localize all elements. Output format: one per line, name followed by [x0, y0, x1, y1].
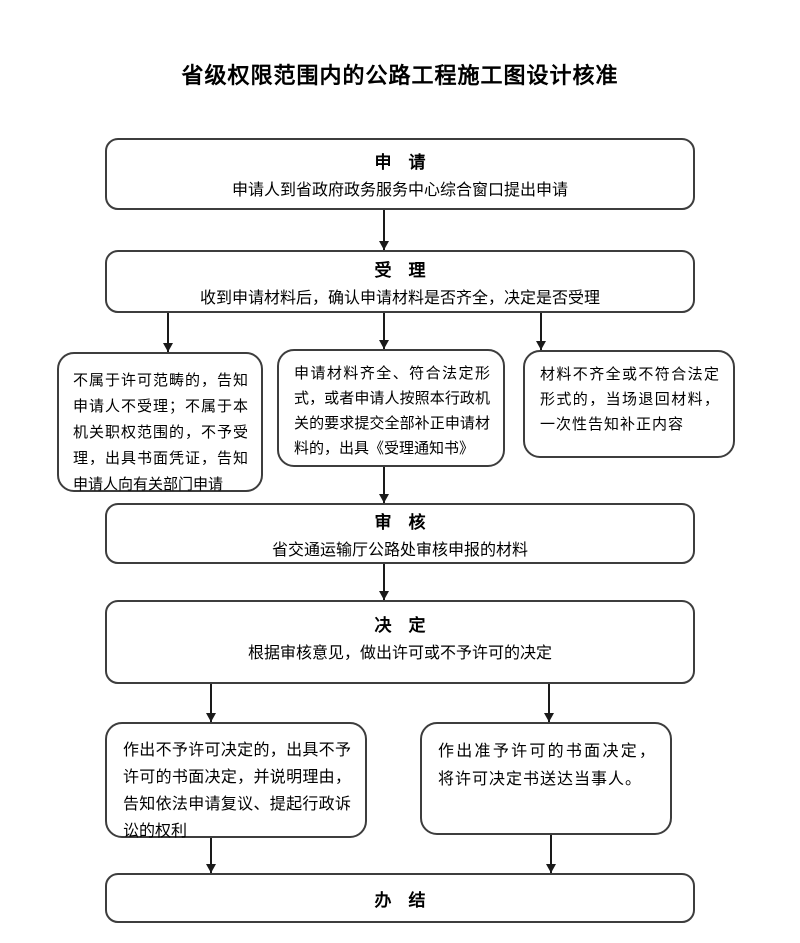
arrow-apply-to-accept [379, 210, 389, 250]
node-outcome-deny: 作出不予许可决定的，出具不予许可的书面决定，并说明理由，告知依法申请复议、提起行… [105, 722, 367, 840]
arrow-decide-to-deny [206, 684, 216, 722]
arrow-decide-to-grant [544, 684, 554, 722]
node-complete: 办 结 [105, 873, 695, 923]
arrow-review-to-decide [379, 564, 389, 600]
arrow-accept-to-branch-right [536, 313, 546, 350]
arrow-accept-to-branch-middle [379, 313, 389, 349]
node-complete-title: 办 结 [374, 890, 426, 911]
node-apply-title: 申 请 [374, 153, 426, 173]
node-apply-desc: 申请人到省政府政务服务中心综合窗口提出申请 [231, 180, 568, 199]
node-decide-desc: 根据审核意见，做出许可或不予许可的决定 [247, 643, 552, 662]
node-accept: 受 理 收到申请材料后，确认申请材料是否齐全，决定是否受理 [105, 250, 695, 313]
arrow-accept-to-branch-left [163, 313, 173, 352]
node-review-desc: 省交通运输厅公路处审核申报的材料 [271, 539, 528, 559]
node-branch-not-accepted: 不属于许可范畴的，告知申请人不受理；不属于本机关职权范围的，不予受理，出具书面凭… [57, 352, 263, 493]
arrow-grant-to-complete [546, 835, 556, 873]
node-branch-accepted: 申请材料齐全、符合法定形式，或者申请人按照本行政机关的要求提交全部补正申请材料的… [277, 349, 505, 467]
node-review-title: 审 核 [374, 512, 426, 533]
page-title: 省级权限范围内的公路工程施工图设计核准 [181, 64, 619, 89]
node-decide: 决 定 根据审核意见，做出许可或不予许可的决定 [105, 600, 695, 684]
arrow-deny-to-complete [206, 838, 216, 873]
node-accept-title: 受 理 [374, 260, 426, 281]
arrow-branch-middle-to-review [379, 467, 389, 503]
node-review: 审 核 省交通运输厅公路处审核申报的材料 [105, 503, 695, 564]
node-decide-title: 决 定 [374, 616, 426, 636]
node-outcome-grant: 作出准予许可的书面决定，将许可决定书送达当事人。 [420, 722, 672, 835]
node-apply: 申 请 申请人到省政府政务服务中心综合窗口提出申请 [105, 138, 695, 210]
node-accept-desc: 收到申请材料后，确认申请材料是否齐全，决定是否受理 [199, 287, 600, 307]
node-branch-incomplete: 材料不齐全或不符合法定形式的，当场退回材料，一次性告知补正内容 [523, 350, 735, 458]
